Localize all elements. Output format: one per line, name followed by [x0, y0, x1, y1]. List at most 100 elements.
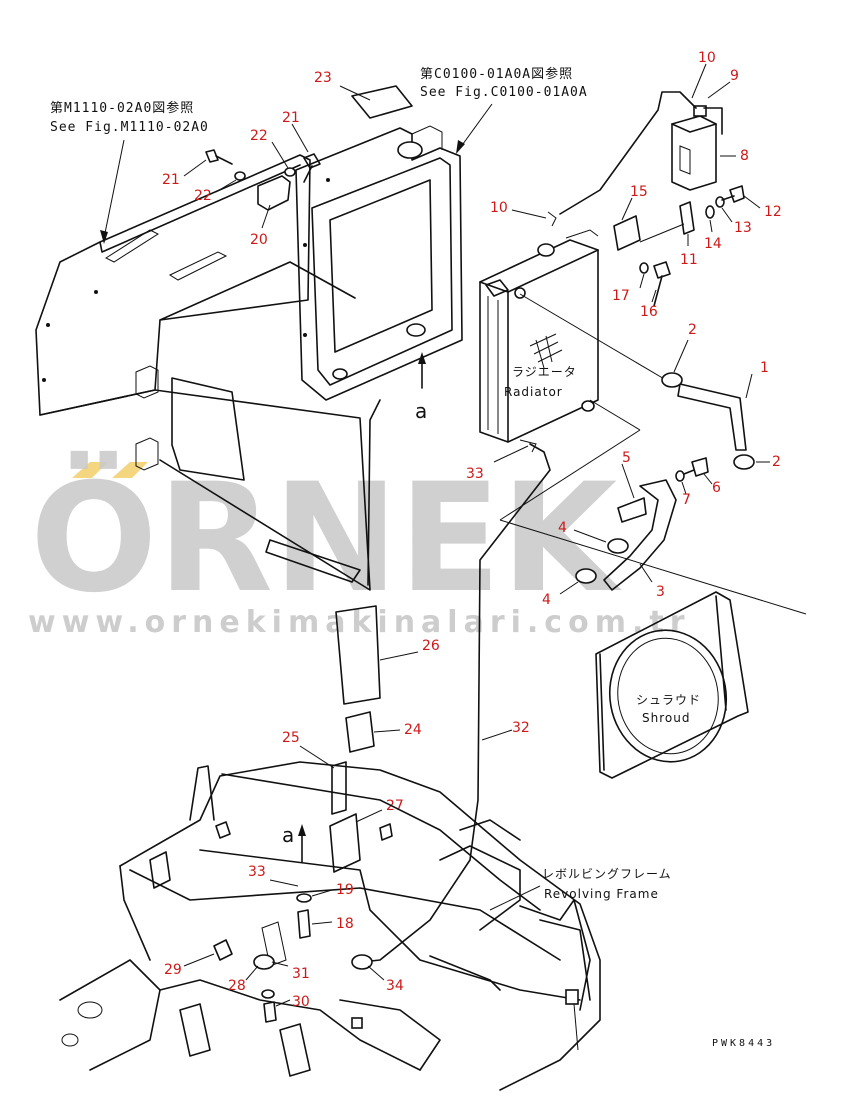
seal-24: 24 — [345, 711, 422, 753]
callout-4-upper: 4 — [558, 520, 567, 536]
drain-plug-28: 28 — [228, 954, 275, 994]
washer-22-right: 22 — [250, 128, 296, 177]
clamp-31: 31 — [271, 961, 310, 982]
callout-17: 17 — [612, 288, 630, 304]
callout-33-bottom: 33 — [248, 864, 266, 880]
callout-13: 13 — [734, 220, 752, 236]
reference-c0100: 第C0100-01A0A図参照 See Fig.C0100-01A0A — [420, 66, 588, 154]
callout-29: 29 — [164, 962, 182, 978]
bolt-30: 30 — [261, 989, 310, 1023]
washer-17: 17 — [612, 262, 649, 304]
clamp-2-lower: 2 — [733, 454, 781, 470]
callout-8: 8 — [740, 148, 749, 164]
plate-27: 27 — [329, 798, 404, 873]
watermark-accent-right — [112, 462, 148, 478]
grommet-34: 34 — [351, 954, 404, 994]
callout-10-mid: 10 — [490, 200, 508, 216]
drain-tube-32: 32 — [361, 443, 551, 963]
view-arrow-a-top: a — [415, 399, 427, 423]
callout-30: 30 — [292, 994, 310, 1010]
callout-18: 18 — [336, 916, 354, 932]
bolt-6: 6 — [683, 457, 721, 496]
reference-m1110-en: See Fig.M1110-02A0 — [50, 120, 209, 135]
radiator-label-en: Radiator — [504, 385, 563, 399]
callout-12: 12 — [764, 204, 782, 220]
callout-14: 14 — [704, 236, 722, 252]
callout-9: 9 — [730, 68, 739, 84]
bolt-18: 18 — [297, 909, 354, 939]
watermark: ÖRNEK www.ornekimakinalari.com.tr — [28, 450, 691, 640]
reservoir-tank-8: 8 — [671, 115, 749, 191]
callout-1: 1 — [760, 360, 769, 376]
clamp-4-lower: 4 — [542, 568, 597, 608]
callout-22-left: 22 — [194, 188, 212, 204]
bracket-20: 20 — [250, 175, 291, 248]
callout-21-right: 21 — [282, 110, 300, 126]
callout-5: 5 — [622, 450, 631, 466]
drain-valve-33-top: 33 — [466, 445, 529, 482]
callout-33-top: 33 — [466, 466, 484, 482]
clamp-4-upper: 4 — [558, 520, 629, 554]
bracket-5: 5 — [617, 450, 647, 523]
callout-28: 28 — [228, 978, 246, 994]
callout-27: 27 — [386, 798, 404, 814]
watermark-url: www.ornekimakinalari.com.tr — [28, 605, 691, 640]
upper-hose-1: 1 — [519, 293, 769, 451]
callout-20: 20 — [250, 232, 268, 248]
callout-22-right: 22 — [250, 128, 268, 144]
bolt-21-right: 21 — [282, 110, 321, 183]
callout-19: 19 — [336, 882, 354, 898]
bracket-11: 11 — [639, 201, 698, 268]
frame-label-en: Revolving Frame — [544, 887, 659, 901]
reference-m1110-jp: 第M1110-02A0図参照 — [50, 100, 194, 116]
callout-3: 3 — [656, 584, 665, 600]
view-arrow-a-bottom: a — [282, 823, 294, 847]
radiator-label-jp: ラジエータ — [512, 365, 577, 379]
radiator-guard-frame: a — [295, 125, 463, 423]
radiator-core: ラジエータ Radiator — [479, 229, 599, 453]
clamp-2-upper: 2 — [661, 322, 697, 388]
callout-34: 34 — [386, 978, 404, 994]
callout-32: 32 — [512, 720, 530, 736]
reference-c0100-en: See Fig.C0100-01A0A — [420, 85, 588, 100]
shroud-label-jp: シュラウド — [636, 693, 701, 707]
bracket-15: 15 — [613, 184, 648, 251]
washer-14: 14 — [704, 205, 722, 252]
watermark-brand: ÖRNEK — [30, 450, 622, 626]
callout-10-top: 10 — [698, 50, 716, 66]
seal-23: 23 — [314, 70, 413, 119]
callout-23: 23 — [314, 70, 332, 86]
watermark-accent-left — [72, 462, 108, 478]
callout-31: 31 — [292, 966, 310, 982]
revolving-frame — [59, 761, 601, 1091]
callout-16: 16 — [640, 304, 658, 320]
callout-4-lower: 4 — [542, 592, 551, 608]
washer-19: 19 — [296, 882, 354, 903]
plate-26: 26 — [335, 605, 440, 705]
valve-33-bottom: 33 — [248, 864, 299, 967]
callout-2-lower: 2 — [772, 454, 781, 470]
cap-9: 9 — [693, 68, 739, 117]
callout-24: 24 — [404, 722, 422, 738]
bolt-12: 12 — [721, 185, 782, 220]
fitting-29: 29 — [164, 939, 233, 978]
bolt-21-left: 21 — [162, 149, 233, 188]
washer-7: 7 — [675, 470, 691, 508]
callout-11: 11 — [680, 252, 698, 268]
shroud-label-en: Shroud — [642, 711, 690, 725]
side-cover-panel — [35, 154, 381, 591]
washer-13: 13 — [715, 196, 752, 236]
callout-26: 26 — [422, 638, 440, 654]
overflow-hose: 10 10 — [490, 50, 723, 227]
reference-m1110: 第M1110-02A0図参照 See Fig.M1110-02A0 — [50, 100, 209, 244]
callout-25: 25 — [282, 730, 300, 746]
lower-hose-3: 3 — [603, 479, 677, 600]
callout-6: 6 — [712, 480, 721, 496]
frame-label-jp: レボルビングフレーム — [542, 867, 672, 881]
reference-c0100-jp: 第C0100-01A0A図参照 — [420, 66, 573, 82]
callout-2-upper: 2 — [688, 322, 697, 338]
bolt-16: 16 — [640, 261, 671, 320]
washer-22-left: 22 — [194, 171, 246, 204]
